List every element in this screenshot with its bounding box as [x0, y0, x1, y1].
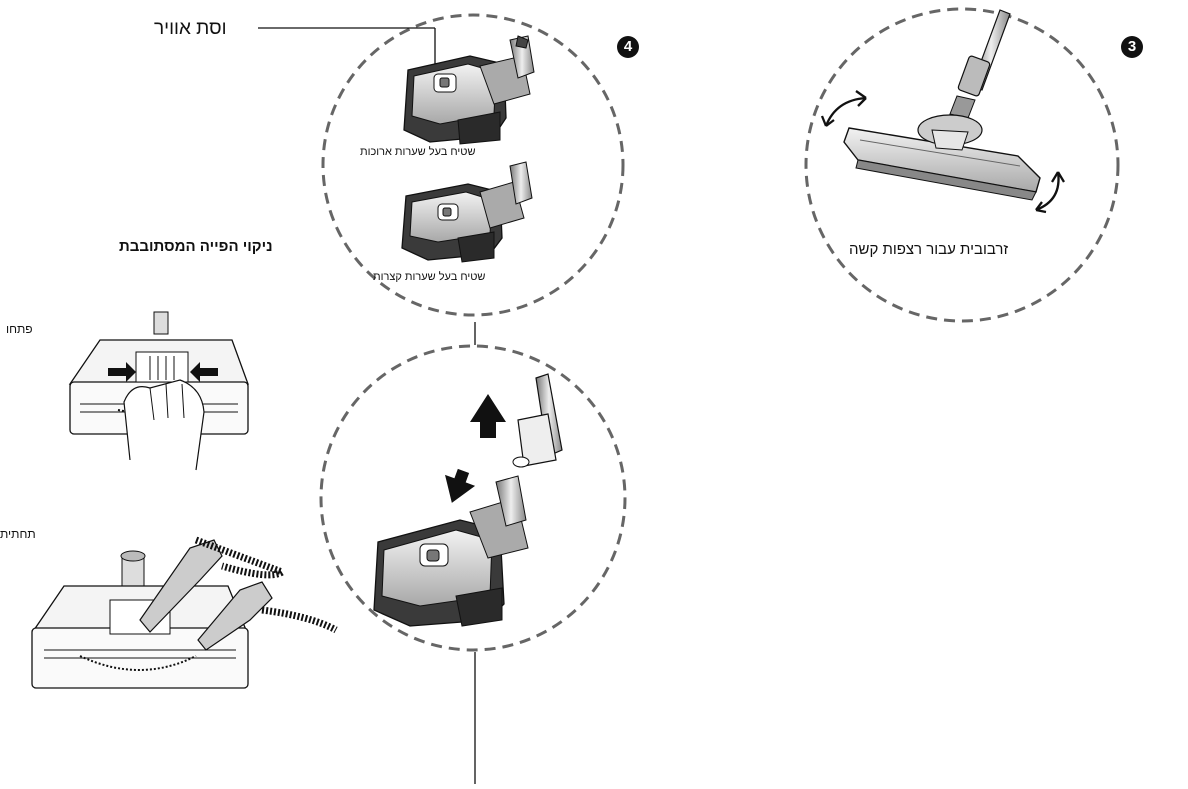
turbo-cleaning-heading: ניקוי הפייה המסתובבת: [119, 238, 273, 255]
step4-detail-circle: [321, 13, 625, 317]
open-label: פתחו: [6, 322, 33, 336]
turbo-brush-bottom-illustration: [31, 536, 338, 689]
turbo-brush-open-illustration: [68, 311, 249, 471]
step-4-badge: 4: [617, 36, 639, 58]
step3-circle: [804, 7, 1120, 323]
long-pile-caption: שטיח בעל שערות ארוכות: [360, 146, 476, 158]
hard-floor-brush-illustration: [820, 9, 1065, 214]
turbo-brush-long-pile-illustration: [403, 35, 535, 145]
air-valve-label: וסת אוויר: [154, 18, 227, 39]
short-pile-caption: שטיח בעל שערות קצרות: [373, 271, 486, 283]
turbo-brush-short-pile-illustration: [401, 161, 533, 263]
step-3-badge: 3: [1121, 36, 1143, 58]
step4-attach-circle: [319, 344, 627, 652]
bottom-label: תחתית: [0, 527, 36, 541]
step-3-caption: זרבובית עבור רצפות קשה: [849, 241, 1009, 258]
tube-attach-illustration: [373, 373, 563, 627]
